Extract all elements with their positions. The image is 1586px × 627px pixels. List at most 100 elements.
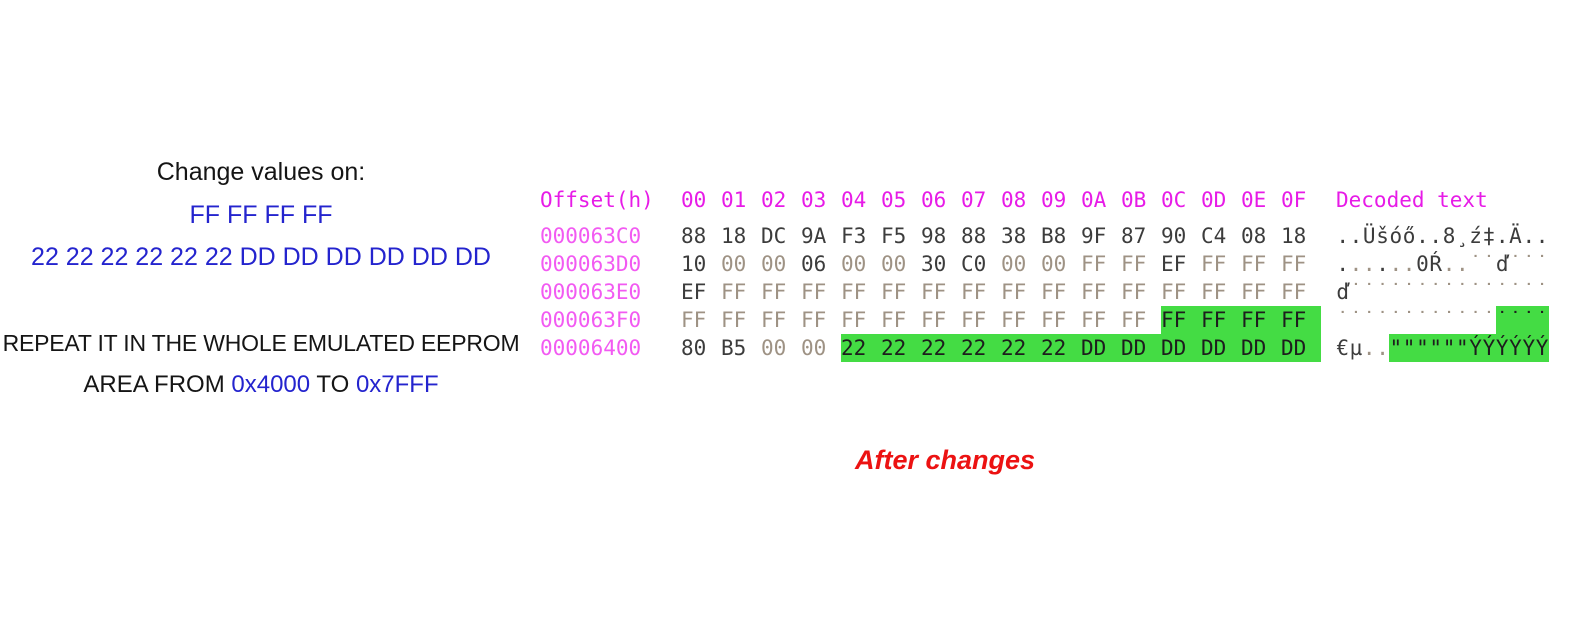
decoded-char[interactable]: ˙ [1522, 280, 1536, 304]
byte-cell[interactable]: FF [1201, 306, 1241, 334]
decoded-char[interactable]: " [1415, 334, 1430, 362]
decoded-char[interactable]: ď [1495, 252, 1509, 276]
byte-cell[interactable]: FF [1121, 280, 1147, 304]
byte-cell[interactable]: FF [1201, 280, 1227, 304]
byte-cell[interactable]: FF [1281, 280, 1307, 304]
decoded-char[interactable]: . [1535, 224, 1549, 248]
byte-cell[interactable]: DD [1281, 334, 1321, 362]
byte-cell[interactable]: 06 [801, 252, 827, 276]
byte-cell[interactable]: FF [961, 308, 987, 332]
decoded-char[interactable]: " [1402, 334, 1416, 362]
byte-cell[interactable]: FF [1241, 306, 1281, 334]
decoded-char[interactable]: ˙ [1362, 280, 1376, 304]
byte-cell[interactable]: 18 [721, 224, 747, 248]
byte-cell[interactable]: FF [1041, 280, 1067, 304]
byte-cell[interactable]: FF [1001, 308, 1027, 332]
byte-cell[interactable]: FF [1201, 252, 1227, 276]
decoded-char[interactable]: ˙ [1482, 280, 1496, 304]
byte-cell[interactable]: FF [841, 280, 867, 304]
byte-cell[interactable]: B5 [721, 336, 747, 360]
decoded-char[interactable]: ˙ [1535, 252, 1549, 276]
decoded-char[interactable]: ˙ [1455, 308, 1469, 332]
byte-cell[interactable]: 00 [721, 252, 747, 276]
decoded-char[interactable]: ˙ [1389, 308, 1403, 332]
decoded-char[interactable]: ˙ [1522, 252, 1536, 276]
byte-cell[interactable]: 00 [1001, 252, 1027, 276]
byte-cell[interactable]: F5 [881, 224, 907, 248]
decoded-char[interactable]: ď [1336, 280, 1349, 304]
byte-cell[interactable]: 90 [1161, 224, 1187, 248]
byte-cell[interactable]: 00 [881, 252, 907, 276]
byte-cell[interactable]: 9A [801, 224, 827, 248]
decoded-char[interactable]: ˙ [1442, 280, 1456, 304]
decoded-char[interactable]: ˙ [1429, 308, 1443, 332]
decoded-char[interactable]: ˙ [1495, 280, 1509, 304]
byte-cell[interactable]: FF [1081, 252, 1107, 276]
byte-cell[interactable]: FF [1001, 280, 1027, 304]
decoded-char[interactable]: ˙ [1402, 280, 1416, 304]
byte-cell[interactable]: EF [1161, 252, 1187, 276]
byte-cell[interactable]: 88 [961, 224, 987, 248]
decoded-char[interactable]: ó [1389, 224, 1403, 248]
byte-cell[interactable]: 00 [1041, 252, 1067, 276]
byte-cell[interactable]: FF [921, 308, 947, 332]
byte-cell[interactable]: FF [1081, 280, 1107, 304]
decoded-char[interactable]: ˙ [1522, 306, 1536, 334]
decoded-char[interactable]: ˙ [1469, 308, 1482, 332]
decoded-char[interactable]: Ü [1362, 224, 1376, 248]
byte-cell[interactable]: 22 [881, 334, 921, 362]
decoded-char[interactable]: š [1376, 224, 1389, 248]
byte-cell[interactable]: F3 [841, 224, 867, 248]
decoded-char[interactable]: ˙ [1469, 252, 1482, 276]
byte-cell[interactable]: 00 [761, 336, 787, 360]
byte-cell[interactable]: FF [1161, 280, 1187, 304]
byte-cell[interactable]: DD [1201, 334, 1241, 362]
byte-cell[interactable]: FF [761, 280, 787, 304]
decoded-char[interactable]: . [1429, 224, 1443, 248]
byte-cell[interactable]: EF [681, 280, 707, 304]
decoded-char[interactable]: ˙ [1508, 306, 1523, 334]
byte-cell[interactable]: FF [1241, 252, 1267, 276]
byte-cell[interactable]: 22 [1041, 334, 1081, 362]
decoded-char[interactable]: . [1442, 252, 1456, 276]
decoded-char[interactable]: " [1455, 334, 1469, 362]
decoded-char[interactable]: ˙ [1349, 280, 1363, 304]
byte-cell[interactable]: C4 [1201, 224, 1227, 248]
byte-cell[interactable]: 30 [921, 252, 947, 276]
decoded-char[interactable]: Ŕ [1429, 252, 1443, 276]
decoded-char[interactable]: Ý [1522, 334, 1536, 362]
decoded-char[interactable]: ˙ [1535, 280, 1549, 304]
byte-cell[interactable]: FF [881, 308, 907, 332]
byte-cell[interactable]: FF [1121, 252, 1147, 276]
decoded-char[interactable]: 0 [1416, 252, 1429, 276]
byte-cell[interactable]: FF [801, 280, 827, 304]
decoded-char[interactable]: Ý [1508, 334, 1523, 362]
decoded-char[interactable]: . [1416, 224, 1429, 248]
decoded-char[interactable]: ˙ [1482, 308, 1496, 332]
byte-cell[interactable]: DD [1121, 334, 1161, 362]
byte-cell[interactable]: 18 [1281, 224, 1307, 248]
byte-cell[interactable]: 87 [1121, 224, 1147, 248]
decoded-char[interactable]: ˙ [1402, 308, 1416, 332]
byte-cell[interactable]: FF [1161, 306, 1201, 334]
byte-cell[interactable]: 98 [921, 224, 947, 248]
decoded-char[interactable]: ˙ [1482, 252, 1496, 276]
decoded-char[interactable]: Ä [1509, 224, 1522, 248]
byte-cell[interactable]: FF [1121, 308, 1147, 332]
decoded-char[interactable]: ˙ [1469, 280, 1482, 304]
decoded-char[interactable]: ˙ [1509, 280, 1522, 304]
decoded-char[interactable]: ˙ [1535, 306, 1549, 334]
byte-cell[interactable]: FF [681, 308, 707, 332]
decoded-char[interactable]: . [1402, 252, 1416, 276]
decoded-char[interactable]: . [1362, 336, 1376, 360]
decoded-char[interactable]: . [1376, 336, 1389, 360]
byte-cell[interactable]: FF [801, 308, 827, 332]
decoded-char[interactable]: ź [1469, 224, 1482, 248]
decoded-char[interactable]: . [1362, 252, 1376, 276]
byte-cell[interactable]: DD [1241, 334, 1281, 362]
decoded-char[interactable]: . [1349, 252, 1363, 276]
decoded-char[interactable]: " [1429, 334, 1443, 362]
decoded-char[interactable]: . [1455, 252, 1469, 276]
decoded-char[interactable]: ˙ [1442, 308, 1456, 332]
byte-cell[interactable]: 9F [1081, 224, 1107, 248]
